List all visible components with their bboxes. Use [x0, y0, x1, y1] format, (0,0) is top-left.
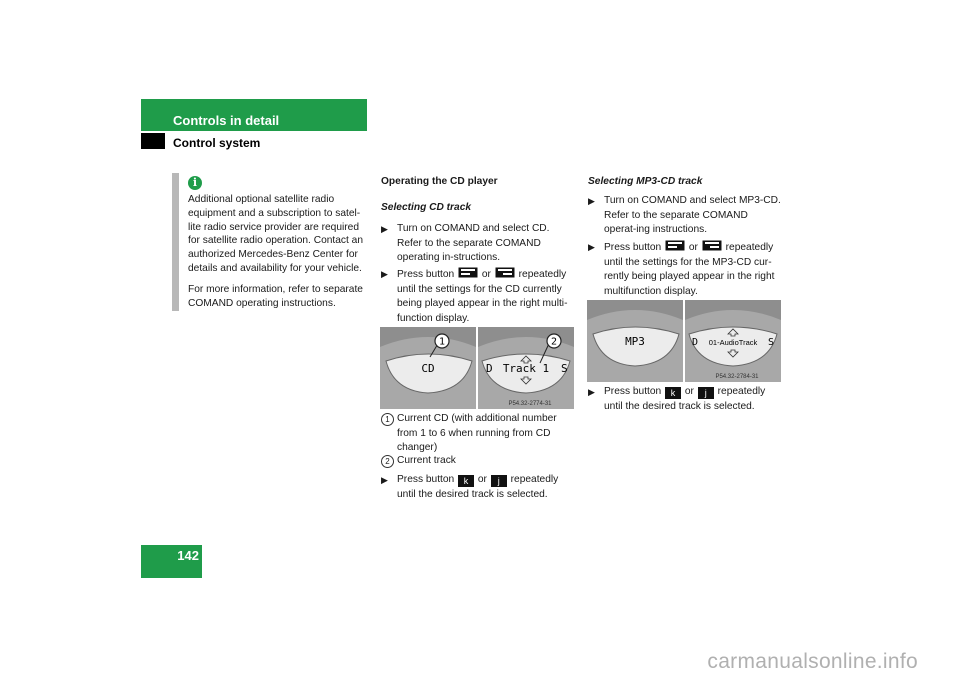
page-number-box — [141, 545, 202, 578]
step-text: Press button k or j repeatedly until the… — [397, 473, 575, 502]
up-button-icon: j — [490, 475, 507, 487]
step-text-part: or — [477, 474, 487, 485]
mp3-step-2: ▶ Press button or repeatedly until the s… — [588, 240, 782, 299]
cd-step-2: ▶ Press button or repeatedly until the s… — [381, 267, 575, 326]
page-number: 142 — [177, 548, 199, 563]
info-icon: i — [188, 176, 202, 190]
bullet-arrow-icon: ▶ — [381, 224, 388, 234]
step-text-part: or — [481, 269, 491, 280]
legend-1: 1 Current CD (with additional number fro… — [381, 412, 575, 456]
step-text: Turn on COMAND and select MP3-CD. Refer … — [604, 195, 781, 235]
cd-subtitle: Selecting CD track — [381, 202, 472, 213]
down-button-icon: k — [665, 387, 682, 399]
step-text-part: Press button — [604, 242, 662, 253]
down-arrow-icon — [727, 349, 739, 358]
display-s-text: S — [768, 337, 774, 348]
watermark-text: carmanualsonline.info — [707, 650, 918, 673]
prev-display-button-icon — [458, 267, 478, 278]
cd-section-title: Operating the CD player — [381, 176, 498, 187]
header-band — [141, 99, 367, 131]
legend-1-number: 1 — [381, 413, 394, 426]
next-display-button-icon — [495, 267, 515, 278]
subsection-title: Control system — [173, 136, 261, 150]
step-text-part: or — [688, 242, 698, 253]
step-text-part: repeatedly until the settings for the MP… — [604, 242, 775, 297]
legend-1-text: Current CD (with additional number from … — [397, 413, 557, 453]
header-marker — [141, 133, 165, 149]
cd-step-3: ▶ Press button k or j repeatedly until t… — [381, 473, 575, 502]
step-text-part: repeatedly until the desired track is se… — [397, 474, 559, 500]
legend-2: 2 Current track — [381, 454, 575, 469]
step-text-part: Press button — [397, 474, 455, 485]
legend-2-number: 2 — [381, 455, 394, 468]
image-code: P54.32-2784-31 — [715, 374, 759, 380]
down-arrow-icon — [520, 376, 532, 385]
step-text: Turn on COMAND and select CD. Refer to t… — [397, 223, 550, 263]
note-bar — [172, 173, 179, 311]
display-track-text: 01-AudioTrack — [709, 338, 758, 347]
note-paragraph: For more information, refer to separate … — [188, 283, 363, 309]
bullet-arrow-icon: ▶ — [381, 269, 388, 279]
bullet-arrow-icon: ▶ — [588, 242, 595, 252]
watermark: carmanualsonline.info — [0, 650, 960, 674]
section-title: Controls in detail — [173, 113, 280, 128]
up-arrow-icon — [727, 328, 739, 337]
bullet-arrow-icon: ▶ — [381, 475, 388, 485]
mp3-step-1: ▶ Turn on COMAND and select MP3-CD. Refe… — [588, 194, 782, 238]
mp3-display-image: MP3 D 01-AudioTrack S P54.32-2784-31 — [587, 300, 781, 382]
step-text-part: Press button — [604, 386, 662, 397]
step-text: Press button or repeatedly until the set… — [397, 267, 575, 326]
image-code: P54.32-2774-31 — [508, 401, 552, 407]
note-text: Additional optional satellite radio equi… — [188, 193, 366, 317]
callout-1: 1 — [439, 337, 445, 348]
cd-display-image: 1 2 CD D Track 1 S P54.32-2774-31 — [380, 327, 574, 409]
step-text: Press button or repeatedly until the set… — [604, 240, 782, 299]
down-button-icon: k — [458, 475, 475, 487]
display-left-text: MP3 — [625, 335, 645, 348]
up-arrow-icon — [520, 355, 532, 364]
callout-2: 2 — [551, 337, 557, 348]
step-text-part: Press button — [397, 269, 455, 280]
note-paragraph: Additional optional satellite radio equi… — [188, 194, 363, 274]
bullet-arrow-icon: ▶ — [588, 196, 595, 206]
display-d-text: D — [692, 337, 698, 348]
display-s-text: S — [561, 362, 568, 375]
legend-2-text: Current track — [397, 455, 456, 466]
prev-display-button-icon — [665, 240, 685, 251]
next-display-button-icon — [702, 240, 722, 251]
display-d-text: D — [486, 362, 493, 375]
display-track-text: Track 1 — [503, 362, 549, 375]
step-text-part: repeatedly until the settings for the CD… — [397, 269, 568, 324]
up-button-icon: j — [697, 387, 714, 399]
display-left-text: CD — [421, 362, 434, 375]
step-text-part: or — [684, 386, 694, 397]
bullet-arrow-icon: ▶ — [588, 387, 595, 397]
mp3-step-3: ▶ Press button k or j repeatedly until t… — [588, 385, 782, 414]
step-text-part: repeatedly until the desired track is se… — [604, 386, 766, 412]
step-text: Press button k or j repeatedly until the… — [604, 385, 782, 414]
mp3-subtitle: Selecting MP3-CD track — [588, 176, 703, 187]
cd-step-1: ▶ Turn on COMAND and select CD. Refer to… — [381, 222, 575, 266]
